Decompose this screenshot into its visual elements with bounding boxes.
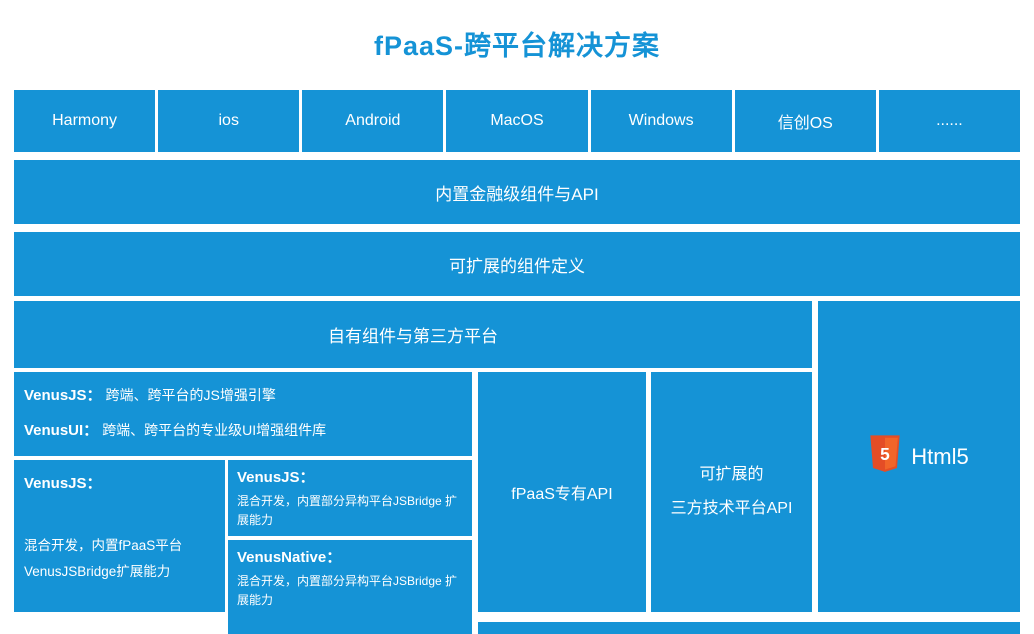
platform-box-harmony: Harmony (14, 90, 156, 152)
platform-box-ios: ios (158, 90, 300, 152)
html5-content: 5 Html5 (869, 435, 969, 478)
venusjs-hybrid-box: VenusJS： 混合开发，内置fPaaS平台 VenusJSBridge扩展能… (14, 460, 225, 612)
own-components-third-party-header: 自有组件与第三方平台 (14, 301, 812, 368)
ext-api-line1: 可扩展的 (699, 466, 764, 484)
venusjs-bridge-box: VenusJS： 混合开发，内置部分异构平台JSBridge 扩展能力 (228, 460, 472, 536)
venusnative-bridge-label: VenusNative： (237, 549, 342, 566)
platform-row: Harmony ios Android MacOS Windows 信创OS .… (14, 90, 1020, 152)
venus-engines-box: VenusJS：跨端、跨平台的JS增强引擎 VenusUI：跨端、跨平台的专业级… (14, 372, 472, 456)
band-extensible-component-definition: 可扩展的组件定义 (14, 232, 1020, 296)
band-builtin-financial-components-api: 内置金融级组件与API (14, 160, 1020, 224)
venusjs-bridge-desc: 混合开发，内置部分异构平台JSBridge 扩展能力 (237, 494, 458, 527)
venusjs-engine-line: VenusJS：跨端、跨平台的JS增强引擎 (24, 384, 462, 405)
svg-text:5: 5 (880, 444, 890, 464)
venusui-label: VenusUI： (24, 422, 99, 439)
platform-box-android: Android (302, 90, 444, 152)
platform-box-windows: Windows (590, 90, 732, 152)
page-title: fPaaS-跨平台解决方案 (373, 31, 661, 61)
platform-box-macos: MacOS (446, 90, 588, 152)
extensible-third-party-api-box: 可扩展的 三方技术平台API (651, 372, 812, 612)
html5-label: Html5 (911, 443, 969, 469)
platform-box-xinchuang-os: 信创OS (734, 90, 876, 152)
venusjs-bridge-label: VenusJS： (237, 469, 315, 486)
venusnative-bridge-box: VenusNative： 混合开发，内置部分异构平台JSBridge 扩展能力 (228, 540, 472, 634)
platform-box-more: ...... (878, 90, 1020, 152)
venusjs-hybrid-desc: 混合开发，内置fPaaS平台 VenusJSBridge扩展能力 (24, 538, 183, 580)
venusjs-hybrid-label: VenusJS： (24, 475, 102, 492)
ext-api-line2: 三方技术平台API (670, 500, 793, 517)
venusui-line: VenusUI：跨端、跨平台的专业级UI增强组件库 (24, 419, 462, 440)
fpaas-exclusive-api-box: fPaaS专有API (478, 372, 646, 612)
venusjs-desc: 跨端、跨平台的JS增强引擎 (105, 387, 276, 403)
clipped-bottom-row (478, 622, 1020, 634)
venusui-desc: 跨端、跨平台的专业级UI增强组件库 (102, 422, 327, 438)
venusjs-label: VenusJS： (24, 387, 102, 404)
html5-icon: 5 (869, 435, 901, 478)
venusnative-bridge-desc: 混合开发，内置部分异构平台JSBridge 扩展能力 (237, 574, 458, 607)
html5-box: 5 Html5 (818, 301, 1020, 612)
